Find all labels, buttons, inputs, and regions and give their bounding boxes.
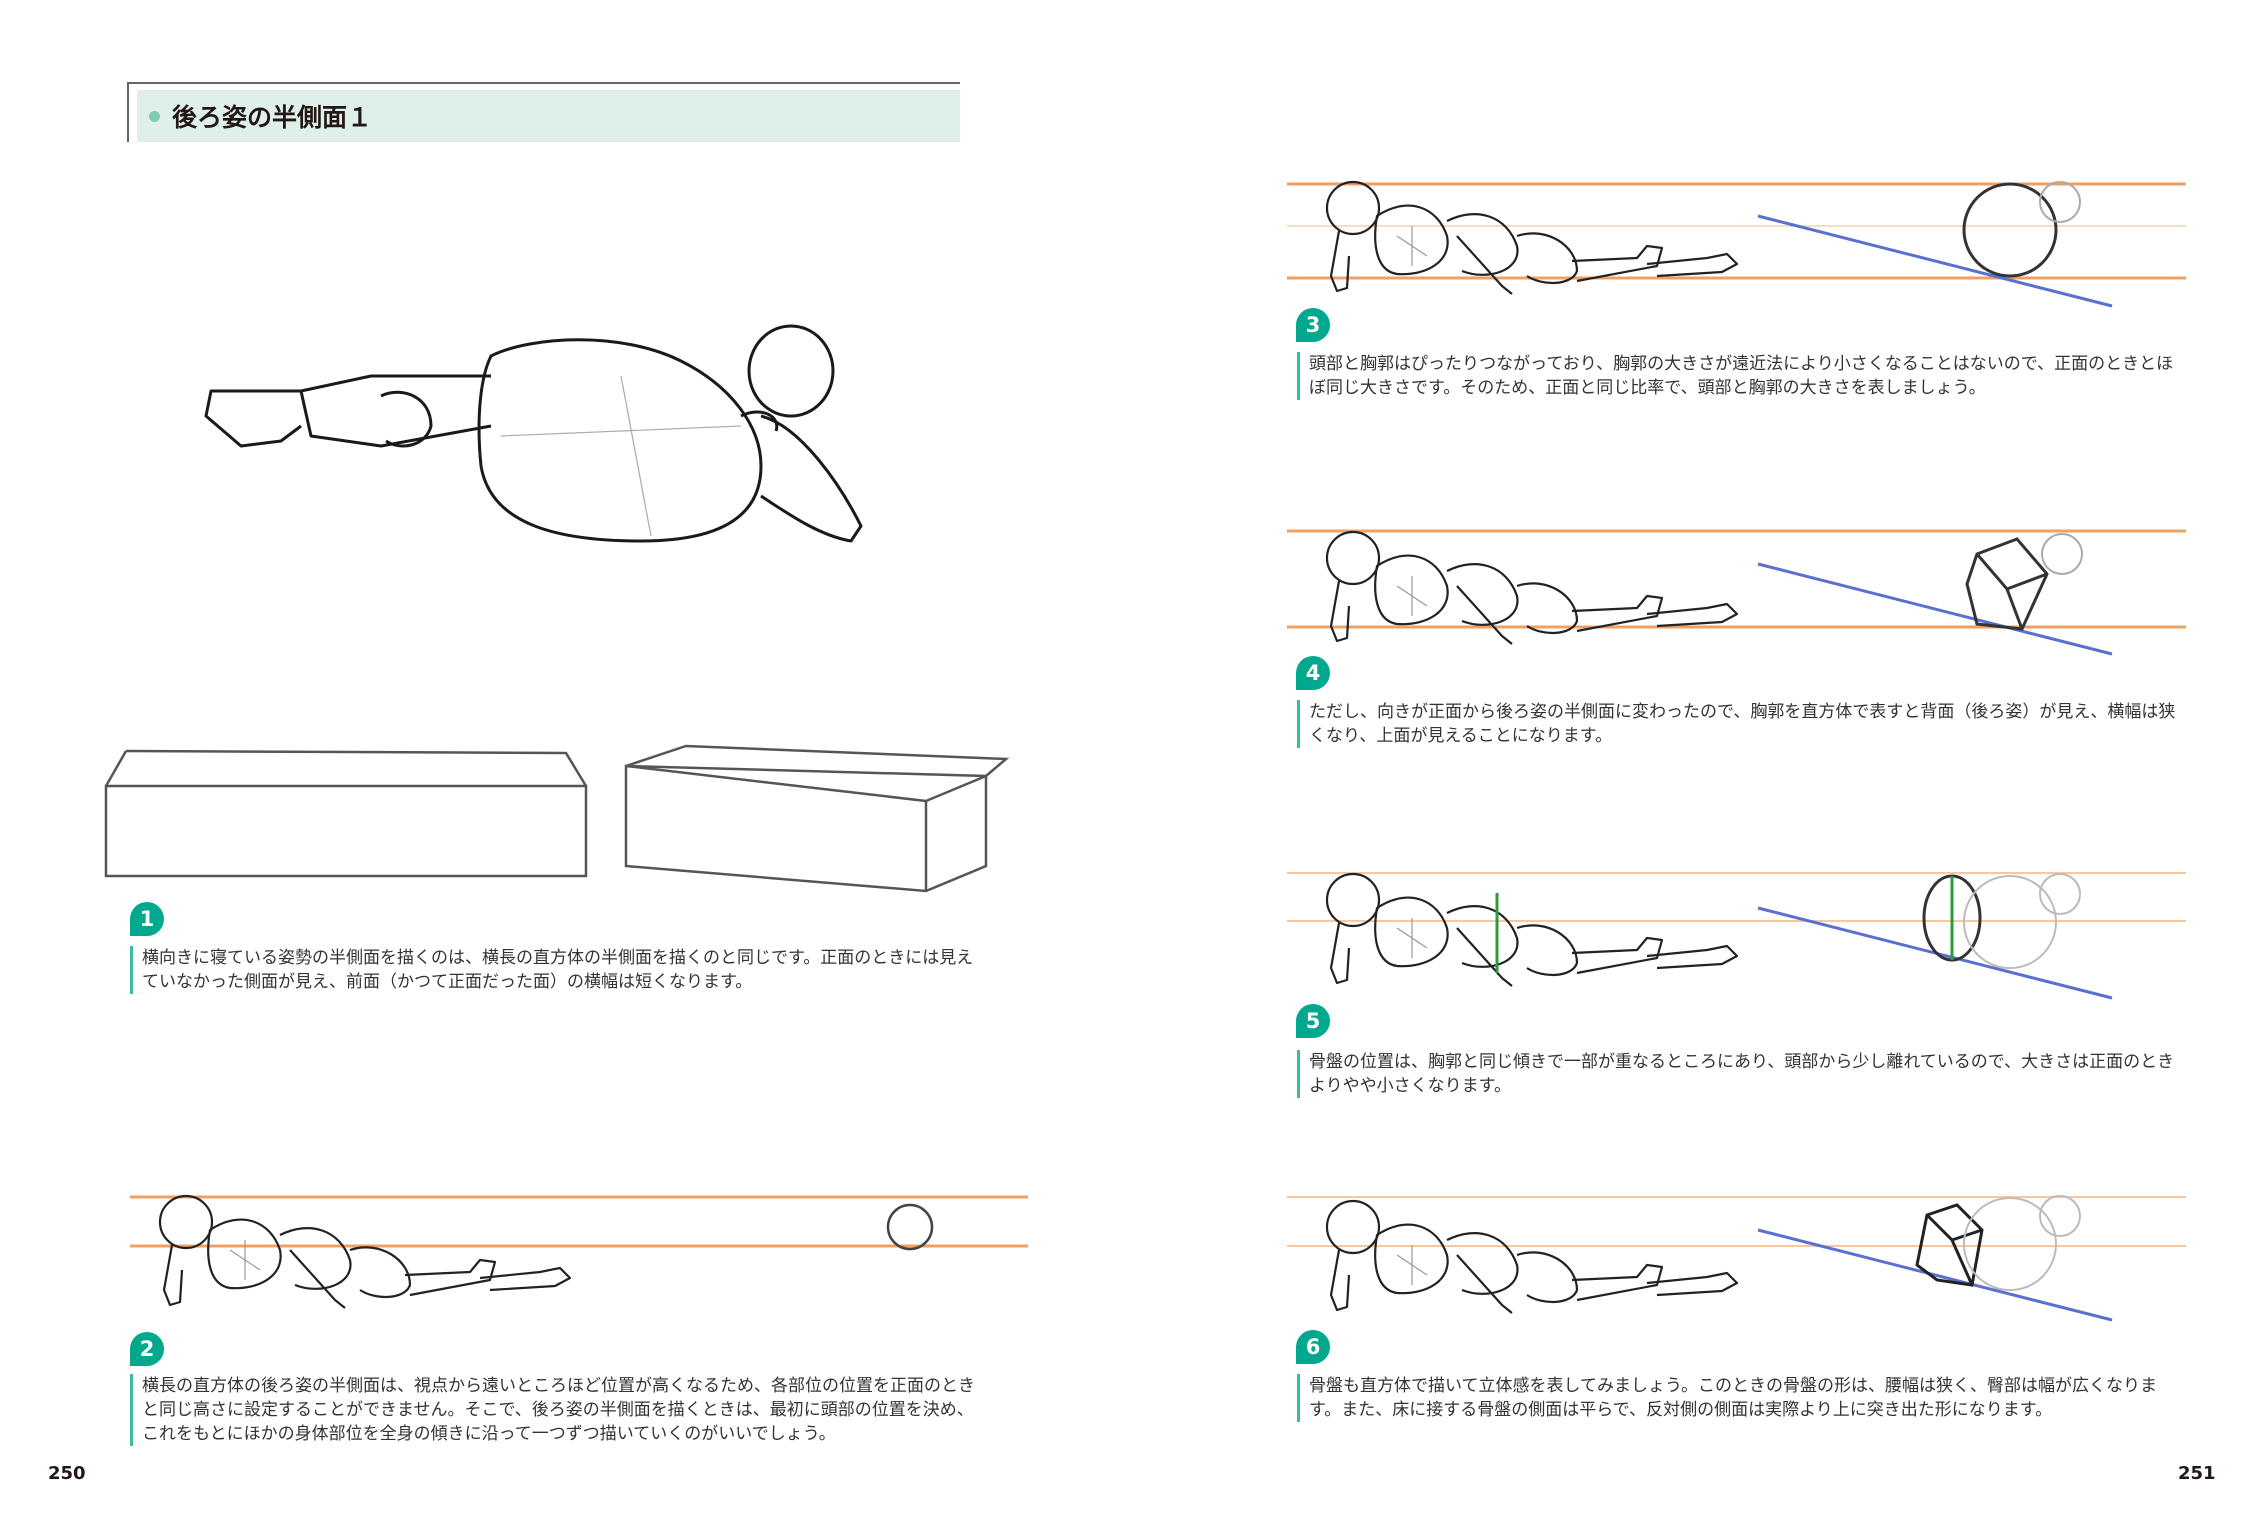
section-title: 後ろ姿の半側面１ (172, 103, 373, 132)
step-badge: 6 (1296, 1330, 1330, 1364)
step-badge: 1 (130, 902, 164, 936)
step-caption: 骨盤の位置は、胸郭と同じ傾きで一部が重なるところにあり、頭部から少し離れているの… (1297, 1050, 2189, 1098)
bullet-icon (149, 110, 160, 122)
step2-guide-illustration (130, 1194, 1028, 1310)
box-comparison-illustration (104, 744, 1010, 893)
step-caption: 頭部と胸郭はぴったりつながっており、胸郭の大きさが遠近法により小さくなることはな… (1297, 352, 2189, 400)
page-number: 251 (2178, 1463, 2216, 1484)
step-badge: 4 (1296, 656, 1330, 690)
step-caption: 横向きに寝ている姿勢の半側面を描くのは、横長の直方体の半側面を描くのと同じです。… (130, 946, 977, 994)
main-reclining-figure-illustration (204, 324, 863, 543)
step-badge: 5 (1296, 1004, 1330, 1038)
step6-guide-illustration (1287, 1195, 2186, 1322)
step-caption: 骨盤も直方体で描いて立体感を表してみましょう。このときの骨盤の形は、腰幅は狭く、… (1297, 1374, 2189, 1422)
step4-guide-illustration (1287, 529, 2186, 656)
step-badge: 3 (1296, 308, 1330, 342)
page-number: 250 (48, 1463, 86, 1484)
step-caption: 横長の直方体の後ろ姿の半側面は、視点から遠いところほど位置が高くなるため、各部位… (130, 1374, 977, 1446)
step5-guide-illustration (1287, 872, 2186, 1000)
section-header: 後ろ姿の半側面１ (127, 82, 960, 142)
step-badge: 2 (130, 1332, 164, 1366)
step-caption: ただし、向きが正面から後ろ姿の半側面に変わったので、胸郭を直方体で表すと背面（後… (1297, 700, 2189, 748)
step3-guide-illustration (1287, 180, 2186, 308)
